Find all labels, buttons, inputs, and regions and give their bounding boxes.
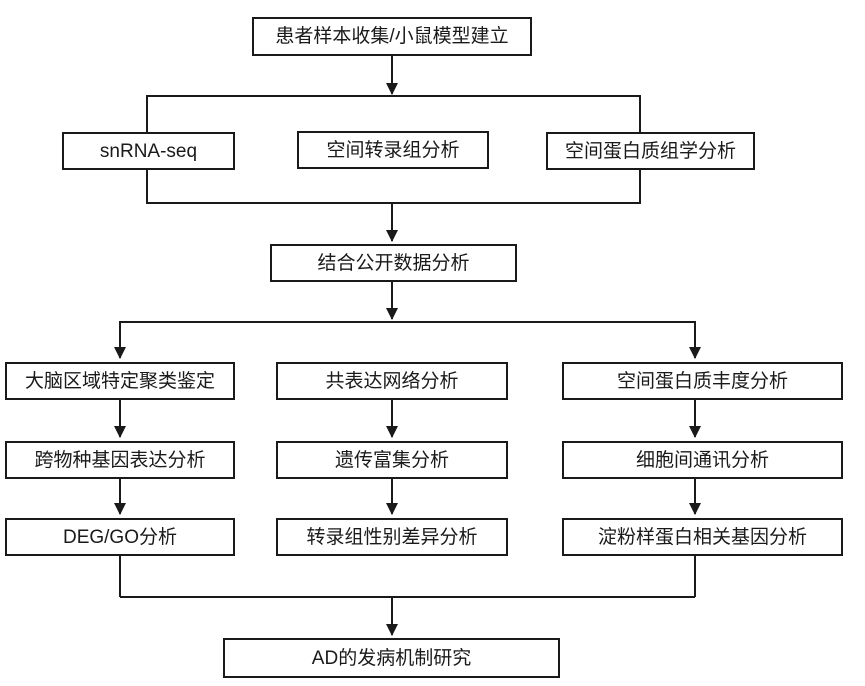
box-transcriptome-sex-difference: 转录组性别差异分析	[276, 518, 508, 556]
box-snrna-seq: snRNA-seq	[62, 132, 235, 170]
box-brain-region-clustering: 大脑区域特定聚类鉴定	[5, 362, 235, 400]
box-amyloid-related-genes: 淀粉样蛋白相关基因分析	[562, 518, 843, 556]
box-spatial-transcriptome: 空间转录组分析	[297, 131, 489, 169]
box-deg-go-analysis: DEG/GO分析	[5, 518, 235, 556]
box-genetic-enrichment: 遗传富集分析	[276, 441, 508, 479]
box-sample-collection: 患者样本收集/小鼠模型建立	[252, 17, 532, 56]
box-coexpression-network: 共表达网络分析	[276, 362, 508, 400]
box-ad-pathogenesis-research: AD的发病机制研究	[223, 638, 560, 678]
box-spatial-proteomics: 空间蛋白质组学分析	[546, 132, 755, 170]
box-cell-communication: 细胞间通讯分析	[562, 441, 843, 479]
box-spatial-protein-abundance: 空间蛋白质丰度分析	[562, 362, 843, 400]
box-public-data-integration: 结合公开数据分析	[270, 244, 517, 282]
box-cross-species-expression: 跨物种基因表达分析	[5, 441, 235, 479]
